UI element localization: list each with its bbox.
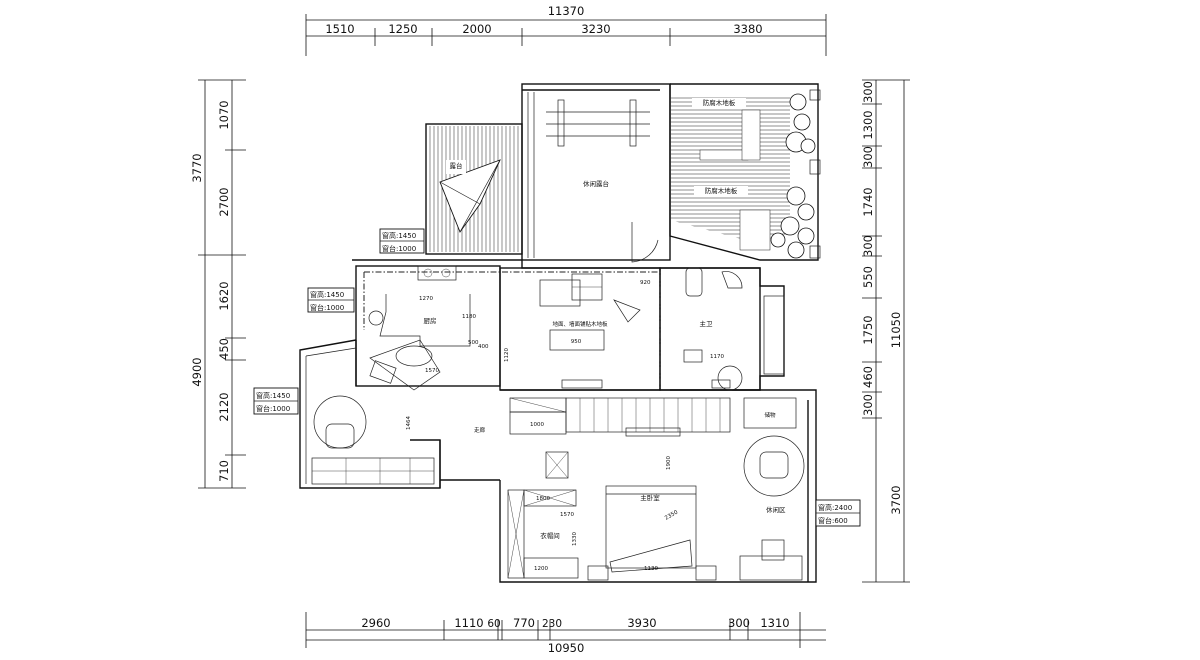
bottom-dimension-chain: 2960 1110 60 770 230 3930 300 1310 10950 [305, 612, 826, 655]
svg-text:窗台:1000: 窗台:1000 [256, 404, 290, 413]
svg-text:2350: 2350 [664, 509, 680, 521]
room-label-anti-corrosion-bottom: 防腐木地板 [705, 186, 738, 195]
dim-left-inner-6: 710 [217, 460, 231, 482]
room-label-kitchen: 厨房 [424, 316, 437, 325]
stairs: 1000 储物 [509, 397, 797, 437]
dim-right-inner-9: 300 [861, 394, 875, 416]
ceiling-dashed-line [364, 271, 661, 390]
window-note-right: 窗高:2400 窗台:600 [815, 499, 861, 527]
room-label-master-bedroom: 主卧室 [640, 493, 660, 502]
window-note-left: 窗高:1450 窗台:1000 [253, 387, 299, 415]
dim-right-outer-2: 3700 [889, 485, 903, 514]
dim-right-outer-total: 11050 [889, 312, 903, 349]
dim-bottom-8: 1310 [760, 616, 789, 630]
dim-bottom-1: 2960 [361, 616, 390, 630]
dim-right-inner-3: 300 [861, 146, 875, 168]
left-terrace: 露台 [428, 126, 520, 252]
svg-text:1330: 1330 [572, 532, 578, 546]
dim-left-outer-1: 3770 [190, 153, 204, 182]
svg-text:1170: 1170 [710, 354, 724, 360]
dim-bottom-6: 3930 [627, 616, 656, 630]
svg-text:1130: 1130 [644, 566, 658, 572]
dim-right-inner-8: 460 [861, 366, 875, 388]
leisure-terrace: 休闲露台 [527, 92, 659, 263]
svg-text:1270: 1270 [419, 296, 433, 302]
dim-top-5: 3380 [733, 22, 762, 36]
dim-top-4: 3230 [581, 22, 610, 36]
dim-bottom-total: 10950 [548, 641, 585, 655]
dim-top-3: 2000 [462, 22, 491, 36]
svg-text:窗台:1000: 窗台:1000 [382, 244, 416, 253]
dim-left-inner-2: 2700 [217, 187, 231, 216]
room-label-closet: 衣帽间 [540, 531, 560, 540]
room-label-anti-corrosion-top: 防腐木地板 [703, 98, 736, 107]
bathroom: 主卫 1170 [683, 267, 785, 391]
dim-bottom-5: 230 [542, 618, 562, 630]
svg-text:400: 400 [478, 344, 489, 350]
dim-top-1: 1510 [325, 22, 354, 36]
room-label-leisure-area: 休闲区 [766, 505, 786, 514]
dim-right-inner-4: 1740 [861, 187, 875, 216]
svg-text:1570: 1570 [425, 368, 439, 374]
dim-bottom-2: 1110 [454, 616, 483, 630]
room-label-terrace: 露台 [450, 161, 463, 170]
room-label-leisure-terrace: 休闲露台 [583, 179, 609, 188]
dim-top-2: 1250 [388, 22, 417, 36]
dim-left-outer-2: 4900 [190, 357, 204, 386]
svg-text:窗高:1450: 窗高:1450 [382, 231, 416, 240]
dim-right-inner-2: 1300 [861, 110, 875, 139]
svg-text:1120: 1120 [504, 348, 510, 362]
dim-bottom-3: 60 [487, 618, 500, 630]
dim-bottom-4: 770 [513, 616, 535, 630]
svg-text:窗高:1450: 窗高:1450 [256, 391, 290, 400]
dim-bottom-7: 300 [728, 616, 750, 630]
dim-right-inner-1: 300 [861, 81, 875, 103]
svg-text:1800: 1800 [536, 496, 550, 502]
room-label-corridor: 走廊 [474, 426, 486, 434]
master-bedroom: 主卧室 2350 1900 1130 休闲区 [545, 435, 805, 581]
dim-top-total: 11370 [548, 4, 585, 18]
svg-text:500: 500 [468, 340, 479, 346]
svg-text:1900: 1900 [666, 456, 672, 470]
plant-icons [770, 93, 816, 259]
room-label-storage: 储物 [764, 411, 776, 419]
svg-text:窗高:1450: 窗高:1450 [310, 290, 344, 299]
svg-text:窗高:2400: 窗高:2400 [818, 503, 852, 512]
dim-right-inner-5: 300 [861, 235, 875, 257]
window-note-kitchen: 窗高:1450 窗台:1000 [307, 287, 355, 313]
svg-text:1000: 1000 [530, 422, 544, 428]
dim-left-inner-1: 1070 [217, 100, 231, 129]
dining-note: 地面、墙面铺贴木地板 [552, 320, 608, 328]
svg-text:窗台:1000: 窗台:1000 [310, 303, 344, 312]
dim-left-inner-5: 2120 [217, 392, 231, 421]
svg-text:1200: 1200 [534, 566, 548, 572]
dining-area: 950 地面、墙面铺贴木地板 920 1120 [504, 273, 651, 389]
svg-text:1180: 1180 [462, 314, 476, 320]
svg-text:920: 920 [640, 280, 651, 286]
closet: 1800 衣帽间 1570 1200 1330 [507, 489, 579, 579]
svg-text:1464: 1464 [406, 416, 412, 430]
dim-left-inner-3: 1620 [217, 281, 231, 310]
svg-text:窗台:600: 窗台:600 [818, 516, 848, 525]
svg-text:950: 950 [571, 339, 582, 345]
dim-right-inner-7: 1750 [861, 315, 875, 344]
right-dimension-chain: 300 1300 300 1740 300 550 1750 460 300 1… [861, 79, 910, 583]
anti-corrosion-floor: 防腐木地板 防腐木地板 [670, 89, 821, 259]
kitchen: 厨房 1270 1180 500 400 1570 [368, 265, 489, 374]
top-dimension-chain: 11370 1510 1250 2000 3230 3380 [305, 4, 827, 56]
window-note-terrace: 窗高:1450 窗台:1000 [379, 228, 425, 254]
left-dimension-chain: 3770 4900 1070 2700 1620 450 2120 710 [190, 79, 246, 489]
room-label-bathroom: 主卫 [700, 319, 714, 328]
svg-text:1570: 1570 [560, 512, 574, 518]
dim-right-inner-6: 550 [861, 266, 875, 288]
dim-left-inner-4: 450 [217, 338, 231, 360]
left-bay-room: 1464 走廊 [305, 339, 486, 485]
